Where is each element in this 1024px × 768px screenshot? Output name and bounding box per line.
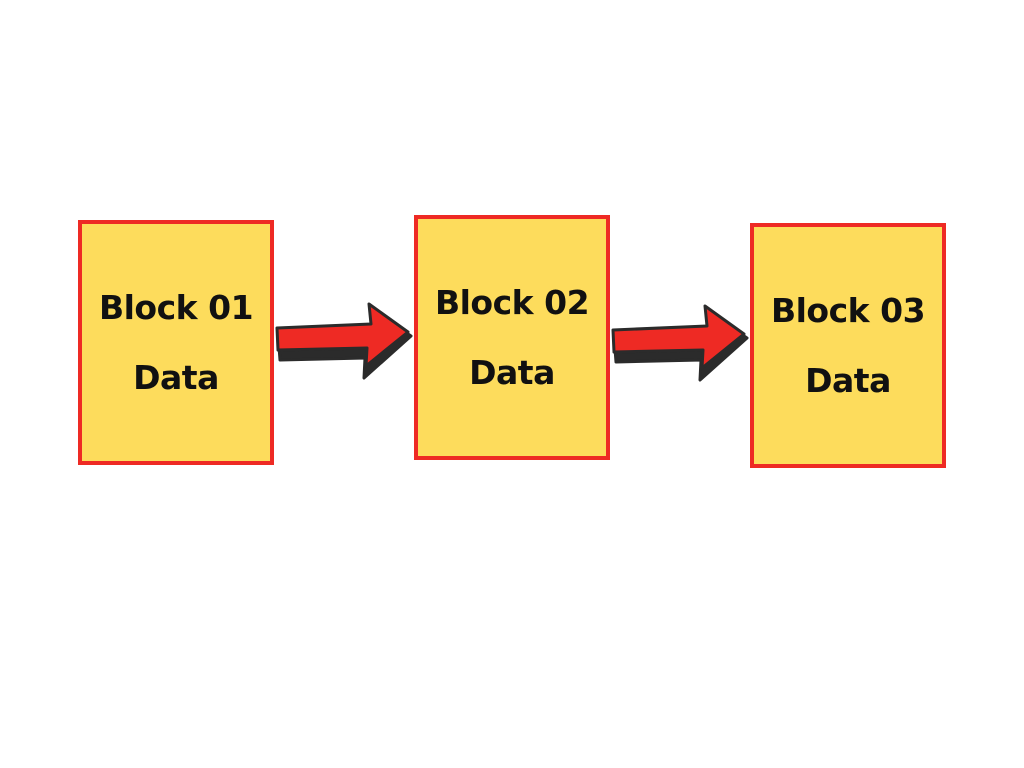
block-02: Block 02 Data [414,215,610,460]
block-01-body: Data [133,357,219,397]
arrow-body [611,304,746,370]
block-03: Block 03 Data [750,223,946,468]
arrow-body [275,302,410,368]
block-03-title: Block 03 [770,290,926,330]
block-02-title: Block 02 [434,282,590,322]
block-01: Block 01 Data [78,220,274,465]
arrow-right-icon [275,302,413,380]
arrow-right-icon [611,304,749,382]
block-03-body: Data [805,360,891,400]
block-01-title: Block 01 [98,287,254,327]
block-02-body: Data [469,352,555,392]
